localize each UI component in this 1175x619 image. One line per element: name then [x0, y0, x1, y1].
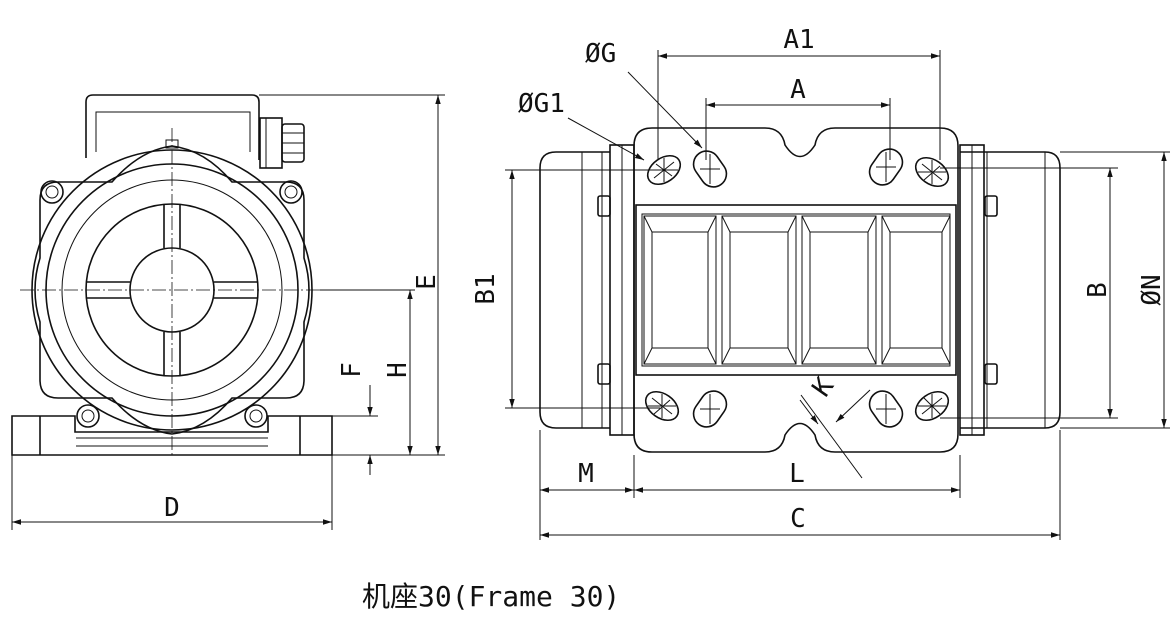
dim-label-f: F: [337, 362, 367, 378]
dim-label-g: ØG: [585, 39, 616, 69]
dim-label-n: ØN: [1137, 274, 1167, 305]
mounting-slots: [644, 148, 950, 428]
dim-label-c: C: [790, 504, 806, 534]
dim-label-k: K: [807, 372, 841, 402]
front-view: [11, 94, 333, 456]
frame-caption: 机座30(Frame 30): [362, 580, 620, 613]
dim-label-g1: ØG1: [518, 89, 565, 119]
cable-gland: [259, 117, 305, 169]
dim-label-m: M: [578, 459, 594, 489]
dim-label-h: H: [383, 362, 413, 378]
dim-label-a: A: [790, 75, 806, 105]
top-view-dimensions: [505, 50, 1170, 540]
dim-label-e: E: [412, 274, 442, 290]
dim-label-l: L: [789, 459, 805, 489]
top-view: [539, 127, 1061, 453]
corner-bolts: [40, 180, 303, 428]
dim-label-b1: B1: [471, 273, 501, 304]
cooling-fins: [643, 215, 951, 365]
front-view-dimensions: [11, 94, 445, 530]
dim-label-d: D: [164, 493, 180, 523]
dim-label-a1: A1: [783, 25, 814, 55]
dim-label-b: B: [1083, 282, 1113, 298]
